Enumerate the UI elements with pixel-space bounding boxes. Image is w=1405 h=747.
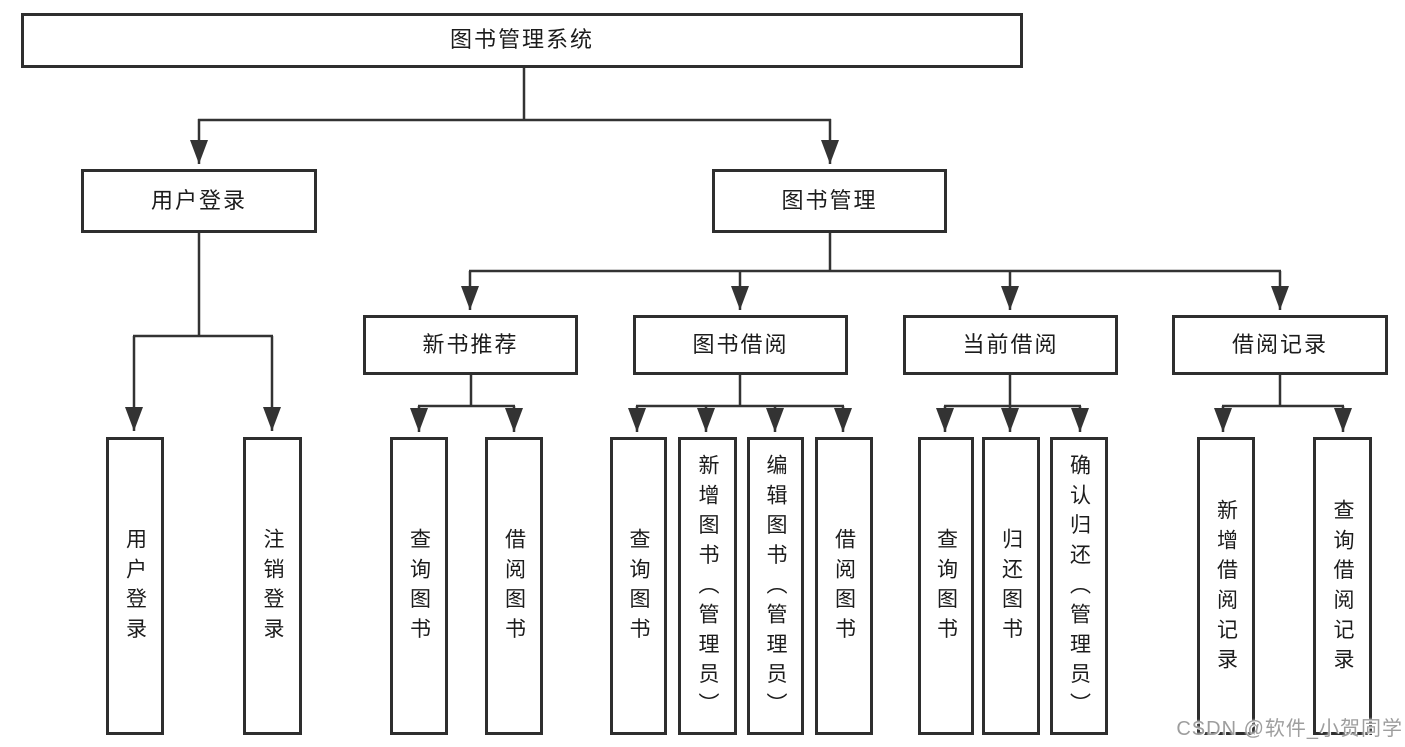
node-book-management: 图书管理 [712,169,947,233]
node-leaf-add-books-admin: 新增图书（管理员） [678,437,737,735]
node-leaf-query-books-3: 查询图书 [918,437,974,735]
node-user-login: 用户登录 [81,169,317,233]
node-leaf-borrow-books-2: 借阅图书 [815,437,873,735]
node-leaf-return-books: 归还图书 [982,437,1040,735]
node-leaf-confirm-return-admin: 确认归还（管理员） [1050,437,1108,735]
node-borrowing-records: 借阅记录 [1172,315,1388,375]
node-library-management-system: 图书管理系统 [21,13,1023,68]
node-leaf-logout: 注销登录 [243,437,302,735]
node-leaf-edit-books-admin: 编辑图书（管理员） [747,437,804,735]
node-leaf-add-borrow-record: 新增借阅记录 [1197,437,1255,735]
node-leaf-query-borrow-record: 查询借阅记录 [1313,437,1372,735]
node-leaf-user-login: 用户登录 [106,437,164,735]
node-leaf-borrow-books-1: 借阅图书 [485,437,543,735]
node-leaf-query-books-2: 查询图书 [610,437,667,735]
node-current-borrowing: 当前借阅 [903,315,1118,375]
node-book-borrowing: 图书借阅 [633,315,848,375]
node-leaf-query-books-1: 查询图书 [390,437,448,735]
csdn-watermark: CSDN @软件_小贺同学 [1176,718,1403,740]
connector-arrows [125,119,1352,432]
node-new-book-recommend: 新书推荐 [363,315,578,375]
connector-trunks [133,68,1344,408]
